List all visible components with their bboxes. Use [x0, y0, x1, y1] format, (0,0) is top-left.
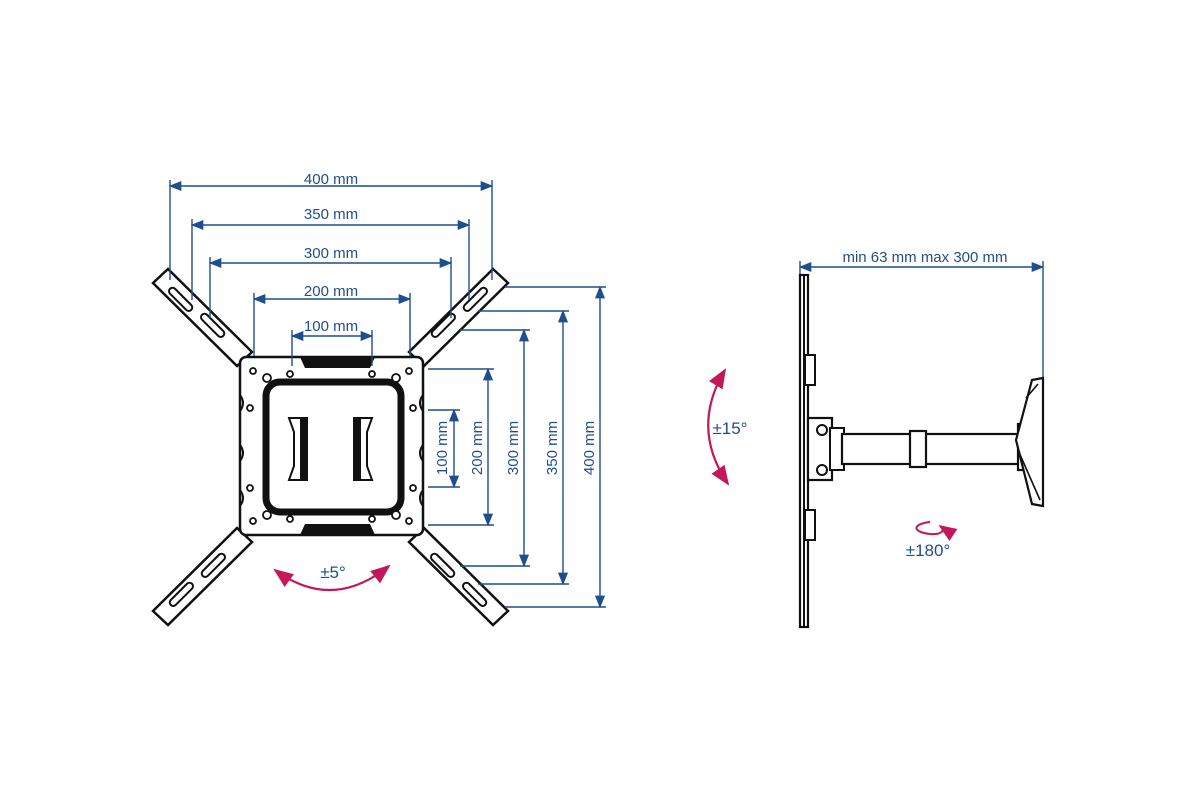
rotation-label: ±5° — [320, 563, 346, 582]
arm-bottom-left — [151, 526, 254, 627]
swing-arm — [840, 422, 1038, 472]
swivel-label: ±180° — [906, 541, 951, 560]
depth-dimension — [798, 261, 1045, 380]
horizontal-dimension-labels: 400 mm 350 mm 300 mm 200 mm 100 mm — [304, 171, 358, 335]
vertical-dimension-labels: 100 mm 200 mm 300 mm 350 mm 400 mm — [434, 421, 598, 475]
depth-dimension-label: min 63 mm max 300 mm — [842, 249, 1007, 266]
vertical-dimensions — [428, 285, 606, 609]
arm-top-right — [407, 267, 510, 368]
dim-v-300: 300 mm — [505, 421, 522, 475]
dim-h-300: 300 mm — [304, 245, 358, 262]
dim-h-350: 350 mm — [304, 206, 358, 223]
arm-top-left — [151, 267, 254, 368]
wall-plate — [1014, 376, 1045, 508]
dim-h-200: 200 mm — [304, 283, 358, 300]
dim-v-100: 100 mm — [434, 421, 451, 475]
front-view: 400 mm 350 mm 300 mm 200 mm 100 mm 100 — [151, 171, 606, 627]
rotation-arrow: ±5° — [273, 563, 391, 592]
side-view: min 63 mm max 300 mm ±15° — [707, 249, 1045, 629]
horizontal-dimensions — [168, 180, 494, 366]
dim-h-100: 100 mm — [304, 318, 358, 335]
tv-plate — [798, 273, 845, 629]
mounting-arms — [151, 267, 510, 627]
swivel-arrow: ±180° — [906, 521, 958, 560]
tilt-arrow: ±15° — [707, 368, 748, 486]
tilt-label: ±15° — [712, 419, 747, 438]
plate-holes — [246, 367, 417, 525]
plate-hooks — [287, 417, 374, 481]
dim-v-350: 350 mm — [544, 421, 561, 475]
dim-v-400: 400 mm — [581, 421, 598, 475]
dim-v-200: 200 mm — [469, 421, 486, 475]
arm-bottom-right — [407, 526, 510, 627]
dim-h-400: 400 mm — [304, 171, 358, 188]
mounting-plate — [238, 355, 425, 537]
